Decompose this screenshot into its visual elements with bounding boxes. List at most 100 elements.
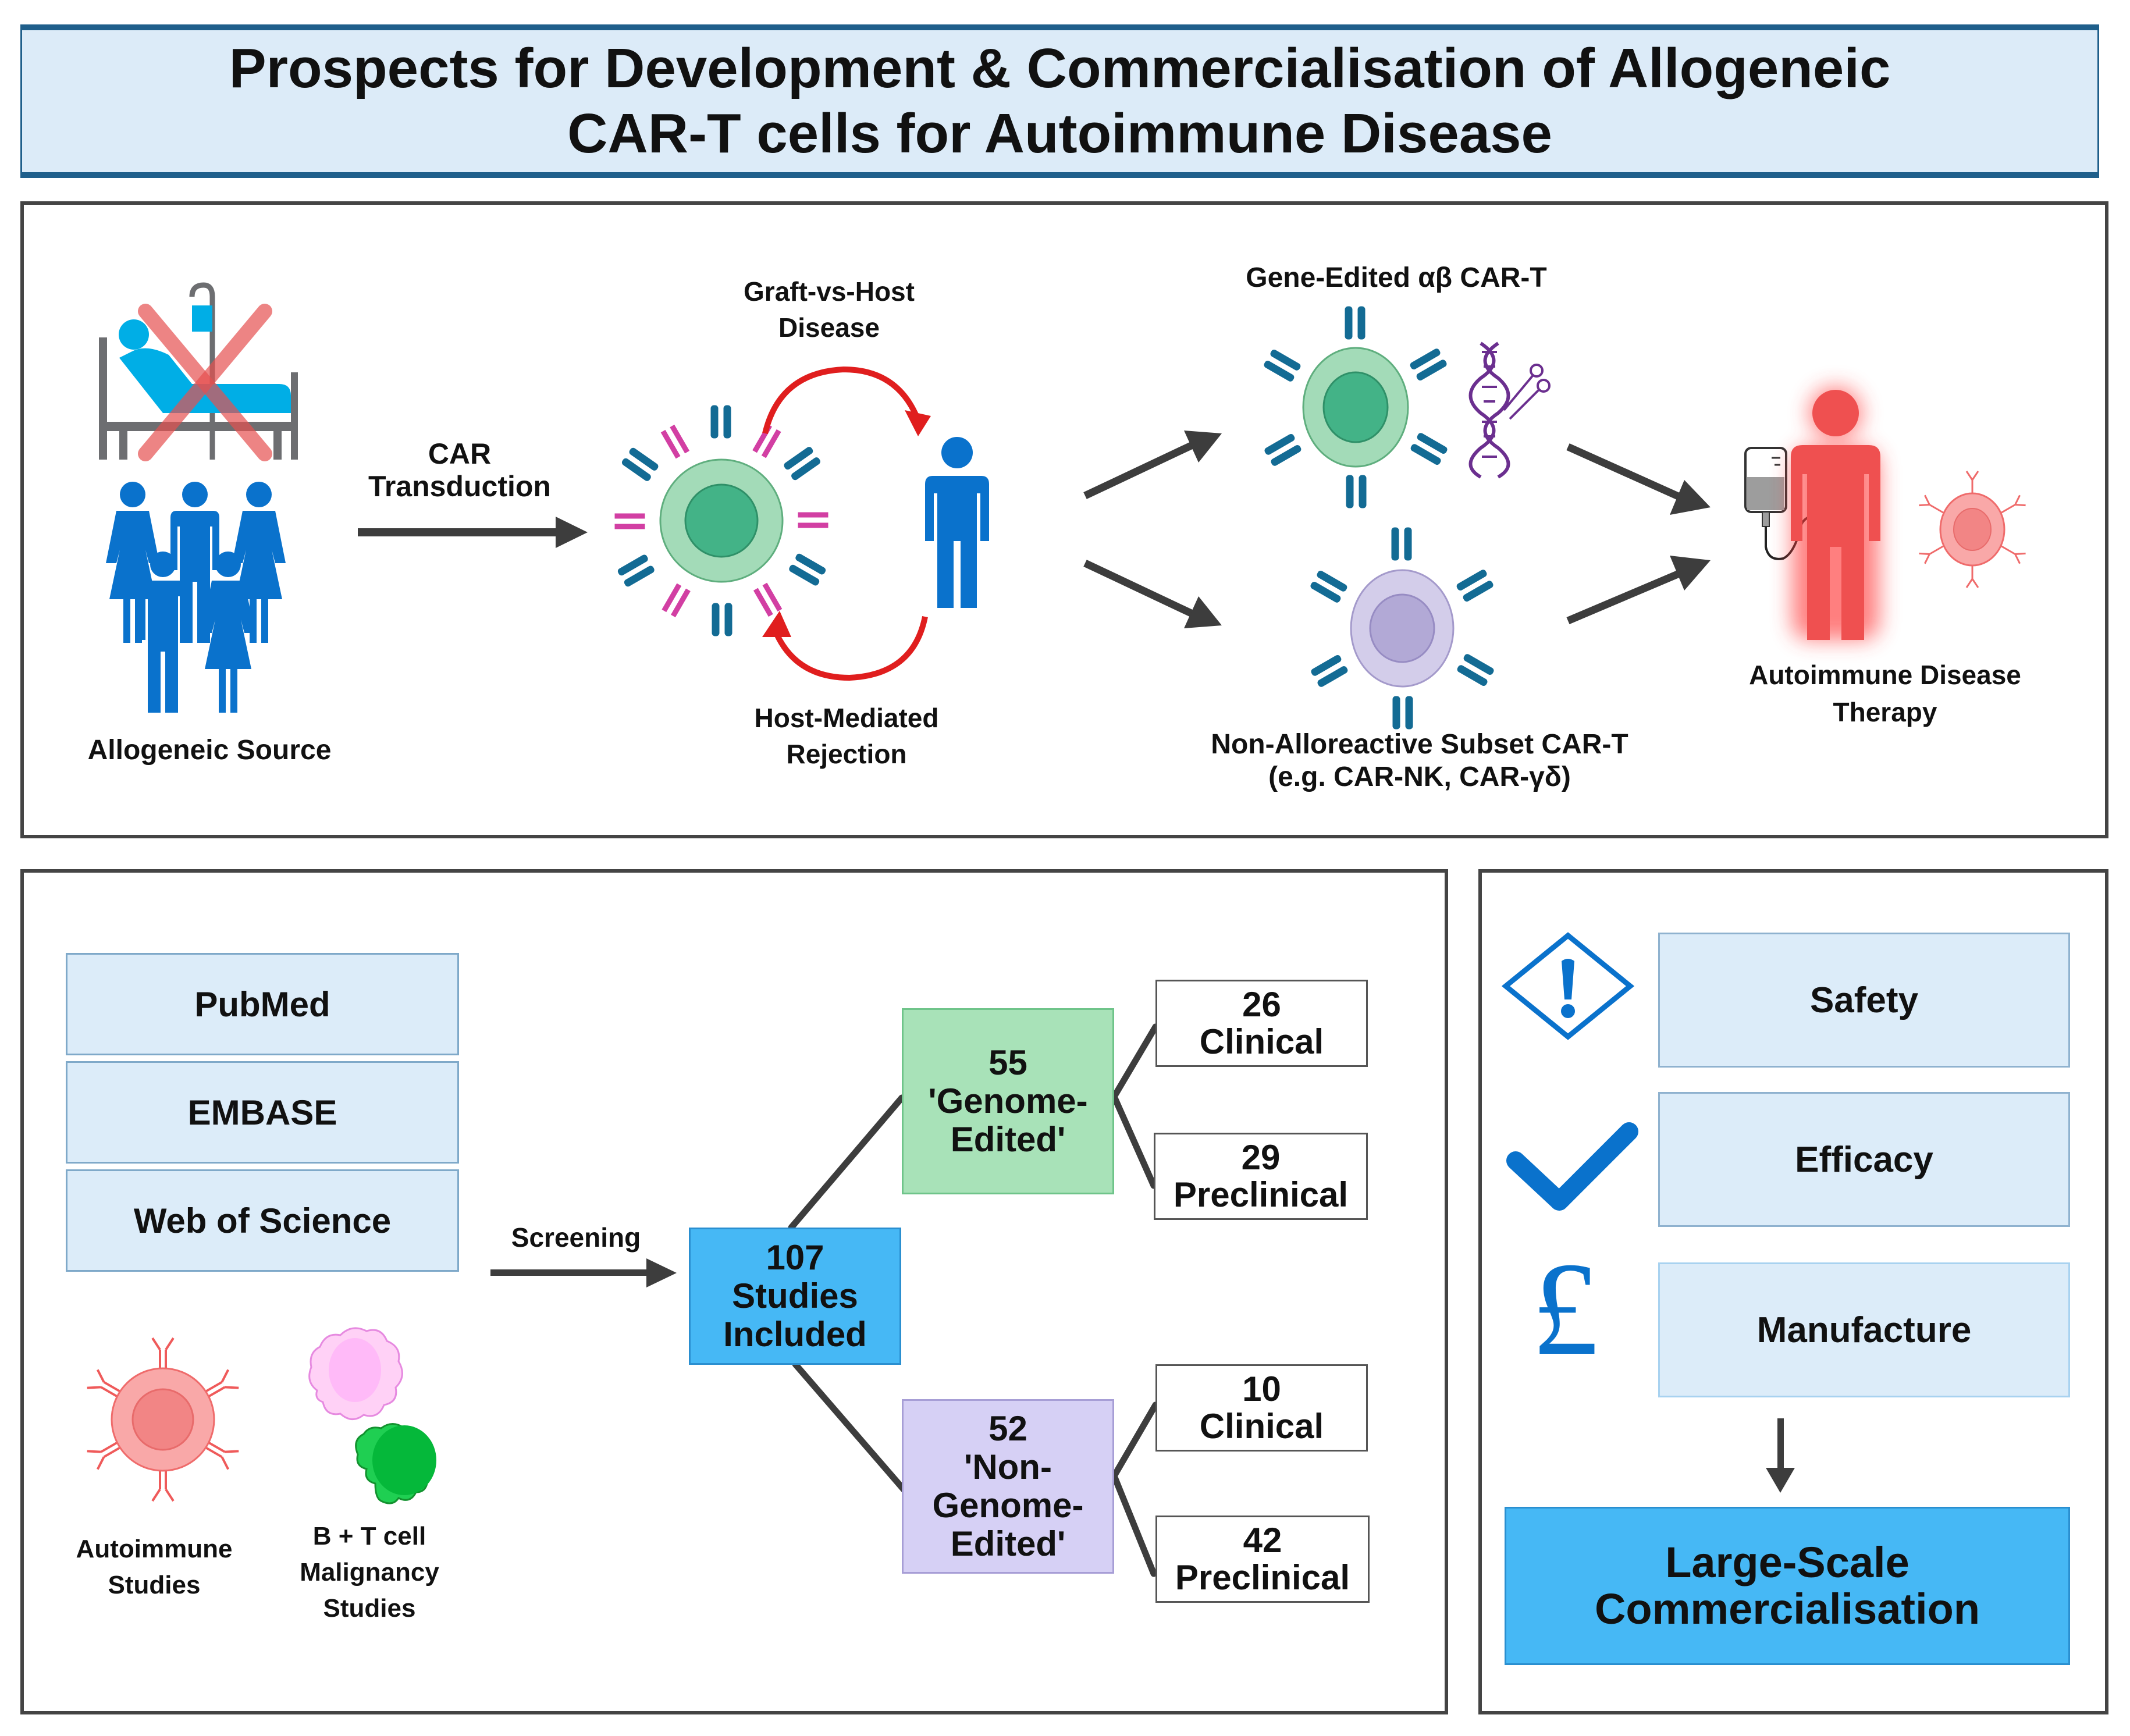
non-genome-edited-count: 52	[988, 1409, 1027, 1448]
connector-genome-to-preclinical	[1111, 1093, 1157, 1189]
gene-edited-cell-icon	[1262, 304, 1449, 510]
iv-pole	[189, 282, 215, 460]
nge-clinical-label: Clinical	[1199, 1407, 1324, 1446]
car-transduction-line-1: CAR	[428, 437, 492, 470]
included-studies-box: 107 Studies Included	[689, 1228, 901, 1365]
car-transduction-label: CAR Transduction	[337, 437, 582, 503]
genome-edited-clinical-box: 26 Clinical	[1155, 980, 1368, 1067]
connector-included-to-genome	[788, 1094, 905, 1231]
non-genome-edited-line-2: Genome-	[932, 1486, 1084, 1525]
malignancy-studies-label: B + T cell Malignancy Studies	[268, 1518, 471, 1627]
nge-preclinical-count: 42	[1243, 1521, 1282, 1560]
criterion-manufacture: Manufacture	[1658, 1262, 2070, 1397]
down-arrow	[1766, 1418, 1795, 1493]
malignancy-line-1: B + T cell	[312, 1522, 426, 1550]
cell-nucleus	[1322, 371, 1389, 443]
gene-edited-label: Gene-Edited αβ CAR-T	[1246, 262, 1547, 293]
connector-non-genome-to-clinical	[1111, 1401, 1159, 1479]
ge-clinical-count: 26	[1242, 985, 1281, 1024]
nge-preclinical-label: Preclinical	[1175, 1558, 1350, 1597]
non-genome-edited-box: 52 'Non- Genome- Edited'	[902, 1399, 1114, 1574]
allogeneic-pathway-panel	[20, 201, 2108, 838]
cell-nucleus	[1369, 593, 1435, 663]
cell-nucleus	[131, 1388, 194, 1451]
non-genome-edited-line-3: Edited'	[950, 1524, 1066, 1563]
included-line-2: Included	[723, 1315, 867, 1354]
connector-non-genome-to-preclinical	[1111, 1472, 1157, 1577]
gvhd-arrow	[762, 366, 931, 436]
connector-included-to-non-genome	[792, 1361, 907, 1493]
allogeneic-source-label: Allogeneic Source	[87, 735, 332, 766]
non-alloreactive-label: Non-Alloreactive Subset CAR-T (e.g. CAR-…	[1140, 728, 1699, 794]
title-banner: Prospects for Development & Commercialis…	[20, 24, 2099, 178]
malignancy-cells-icon	[308, 1327, 436, 1504]
dna-scissors-icon	[1468, 341, 1551, 479]
nge-clinical-count: 10	[1242, 1369, 1281, 1408]
bed-leg	[119, 428, 127, 460]
gvhd-line-1: Graft-vs-Host	[744, 276, 915, 307]
car-transduction-line-2: Transduction	[368, 470, 551, 503]
scissors	[1503, 364, 1551, 420]
pound-sign-icon: £	[1531, 1235, 1599, 1383]
cell-nucleus	[684, 483, 759, 558]
iv-bag-icon	[1744, 447, 1825, 560]
person-icon	[925, 437, 989, 608]
genome-edited-count: 55	[988, 1043, 1027, 1082]
title-line-2: CAR-T cells for Autoimmune Disease	[567, 102, 1552, 165]
gvhd-line-2: Disease	[778, 312, 880, 343]
patient-icon	[1791, 387, 1880, 640]
criterion-safety: Safety	[1658, 933, 2070, 1068]
autoimmune-studies-line-2: Studies	[108, 1571, 201, 1599]
cell-nucleus	[1953, 508, 1992, 551]
database-pubmed: PubMed	[66, 953, 459, 1055]
non-allo-line-1: Non-Alloreactive Subset CAR-T	[1211, 729, 1628, 760]
ge-clinical-label: Clinical	[1199, 1022, 1324, 1061]
non-genome-edited-clinical-box: 10 Clinical	[1155, 1364, 1368, 1452]
rejection-arrow	[762, 611, 928, 681]
ge-preclinical-label: Preclinical	[1173, 1175, 1349, 1214]
transduction-arrow	[358, 517, 588, 548]
rejection-line-1: Host-Mediated	[754, 703, 939, 733]
hospital-bed-icon	[99, 282, 298, 461]
genome-edited-preclinical-box: 29 Preclinical	[1154, 1133, 1368, 1220]
bed-foot-post	[291, 372, 298, 460]
branch-arrow-up	[1083, 431, 1222, 499]
criterion-efficacy: Efficacy	[1658, 1092, 2070, 1227]
therapy-label: Autoimmune Disease Therapy	[1711, 656, 2060, 731]
connector-genome-to-clinical	[1111, 1023, 1159, 1100]
ge-preclinical-count: 29	[1241, 1138, 1281, 1177]
autoimmune-cell-icon	[1919, 471, 2026, 588]
commercialisation-line-2: Commercialisation	[1594, 1585, 1980, 1633]
patient-body	[119, 348, 291, 413]
included-line-1: Studies	[732, 1276, 858, 1315]
therapy-line-1: Autoimmune Disease	[1749, 660, 2021, 690]
screening-label: Screening	[511, 1222, 641, 1253]
genome-edited-line-2: Edited'	[950, 1120, 1066, 1159]
database-embase: EMBASE	[66, 1061, 459, 1164]
therapy-line-2: Therapy	[1833, 697, 1937, 727]
bed-leg	[273, 428, 282, 460]
non-allo-line-2: (e.g. CAR-NK, CAR-γδ)	[1268, 762, 1571, 792]
autoimmune-study-cell-icon	[87, 1337, 239, 1502]
genome-edited-box: 55 'Genome- Edited'	[902, 1008, 1114, 1194]
included-count: 107	[766, 1238, 824, 1277]
checkmark-icon	[1506, 1122, 1638, 1211]
screening-arrow	[490, 1258, 677, 1287]
rejection-label: Host-Mediated Rejection	[707, 700, 986, 772]
non-alloreactive-cell-icon	[1308, 525, 1496, 731]
rejection-line-2: Rejection	[786, 739, 907, 769]
cross-line	[138, 304, 272, 461]
autoimmune-studies-line-1: Autoimmune	[76, 1535, 233, 1563]
non-genome-edited-line-1: 'Non-	[964, 1447, 1052, 1486]
database-web-of-science: Web of Science	[66, 1169, 459, 1272]
malignancy-line-2: Malignancy	[300, 1558, 439, 1586]
commercialisation-line-1: Large-Scale	[1665, 1538, 1909, 1586]
genome-edited-line-1: 'Genome-	[928, 1082, 1088, 1120]
non-genome-edited-preclinical-box: 42 Preclinical	[1155, 1516, 1370, 1603]
warning-diamond-icon	[1501, 932, 1635, 1040]
branch-arrow-down	[1083, 560, 1222, 628]
gvhd-label: Graft-vs-Host Disease	[695, 273, 963, 346]
patient-head	[119, 319, 149, 350]
converge-arrow-up	[1566, 556, 1711, 624]
title-line-1: Prospects for Development & Commercialis…	[229, 37, 1891, 99]
